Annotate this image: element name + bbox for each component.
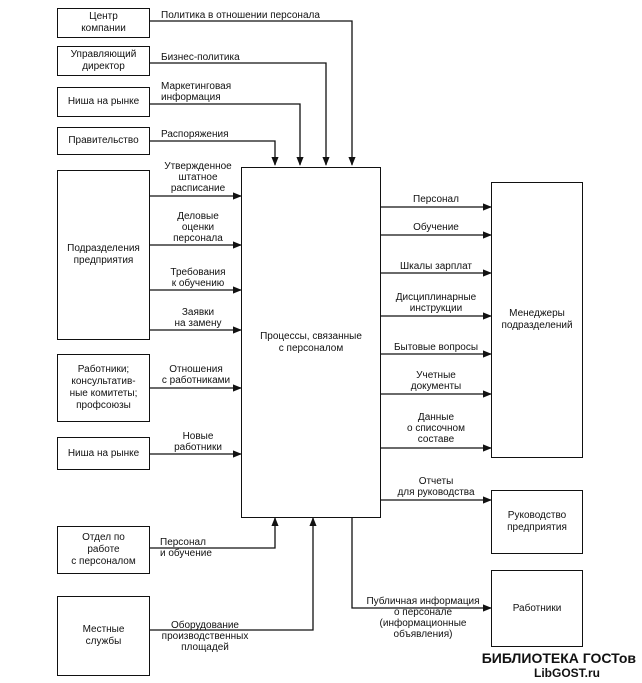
box-managing-director: Управляющий директор <box>57 46 150 76</box>
label-out-public-info: Публичная информация о персонале (информ… <box>366 596 480 640</box>
label-orders: Распоряжения <box>161 129 229 140</box>
box-workers-committees: Работники; консультатив- ные комитеты; п… <box>57 354 150 422</box>
watermark-library: БИБЛИОТЕКА ГОСТов <box>481 650 636 666</box>
label-production-equipment: Оборудование производственных площадей <box>161 620 249 653</box>
box-company-management: Руководство предприятия <box>491 490 583 554</box>
label-out-training: Обучение <box>413 222 459 233</box>
watermark-site: LibGOST.ru <box>534 666 600 680</box>
label-out-household: Бытовые вопросы <box>393 342 479 353</box>
box-division-managers: Менеджеры подразделений <box>491 182 583 458</box>
arrow-business-policy <box>150 62 330 166</box>
box-local-services: Местные службы <box>57 596 150 676</box>
arrow-production-equipment <box>150 517 317 631</box>
label-business-policy: Бизнес-политика <box>161 52 240 63</box>
box-processes: Процессы, связанные с персоналом <box>241 167 381 518</box>
label-out-disciplinary: Дисциплинарные инструкции <box>395 292 477 314</box>
box-hr-department: Отдел по работе с персоналом <box>57 526 150 574</box>
label-approved-staffing: Утвержденное штатное расписание <box>164 161 232 194</box>
label-personnel-and-training: Персонал и обучение <box>160 537 212 559</box>
box-workers: Работники <box>491 570 583 647</box>
box-divisions: Подразделения предприятия <box>57 170 150 340</box>
arrow-orders <box>150 140 279 166</box>
label-business-assessments: Деловые оценки персонала <box>173 211 223 244</box>
arrow-out-public-info <box>351 518 492 612</box>
arrow-personnel-policy <box>150 20 356 166</box>
label-out-reports: Отчеты для руководства <box>397 476 475 498</box>
label-replacement-requests: Заявки на замену <box>174 307 222 329</box>
label-personnel-policy: Политика в отношении персонала <box>161 10 320 21</box>
arrow-marketing-info <box>150 103 304 166</box>
label-new-workers: Новые работники <box>174 431 222 453</box>
label-out-records: Учетные документы <box>410 370 462 392</box>
label-out-personnel: Персонал <box>413 194 459 205</box>
label-marketing-info: Маркетинговая информация <box>161 81 232 103</box>
box-market-niche-bottom: Ниша на рынке <box>57 437 150 470</box>
box-government: Правительство <box>57 127 150 155</box>
label-worker-relations: Отношения с работниками <box>161 364 231 386</box>
label-out-headcount: Данные о списочном составе <box>407 412 465 445</box>
label-out-salary: Шкалы зарплат <box>399 261 472 272</box>
label-training-requirements: Требования к обучению <box>170 267 226 289</box>
box-center-company: Центр компании <box>57 8 150 38</box>
arrow-personnel-and-training <box>150 517 279 549</box>
box-market-niche-top: Ниша на рынке <box>57 87 150 117</box>
